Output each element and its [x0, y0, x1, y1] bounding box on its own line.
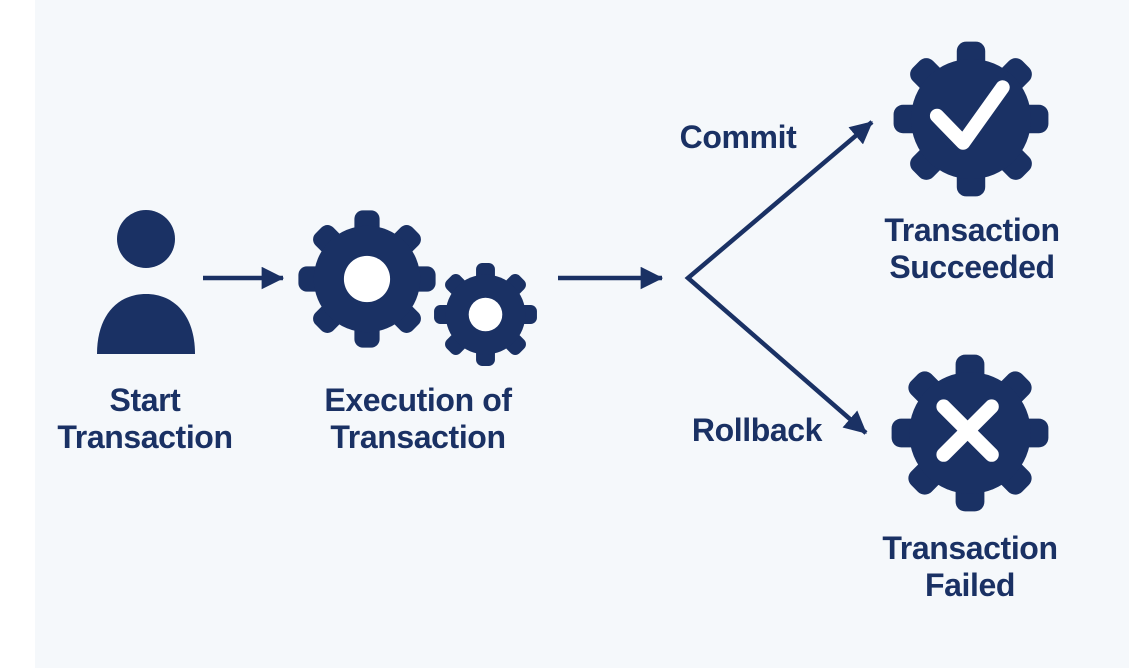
person-icon: [92, 210, 200, 354]
label-line: Failed: [924, 567, 1016, 603]
label-line: Transaction: [330, 419, 506, 455]
label-line: Execution of: [324, 382, 512, 418]
transaction-failed-label: Transaction Failed: [882, 530, 1058, 604]
label-line: Start: [109, 382, 181, 418]
commit-edge-label: Commit: [679, 119, 797, 155]
gear-cross-icon: [890, 353, 1050, 513]
execution-of-transaction-label: Execution of Transaction: [324, 382, 512, 456]
transaction-succeeded-label: Transaction Succeeded: [884, 212, 1060, 286]
rollback-edge-label: Rollback: [691, 412, 823, 448]
gear-check-icon: [892, 40, 1050, 198]
label-line: Transaction: [884, 212, 1060, 248]
label-line: Transaction: [57, 419, 233, 455]
label-line: Transaction: [882, 530, 1058, 566]
label-line: Succeeded: [889, 249, 1055, 285]
start-transaction-label: Start Transaction: [57, 382, 233, 456]
gears-icon: [297, 209, 538, 367]
